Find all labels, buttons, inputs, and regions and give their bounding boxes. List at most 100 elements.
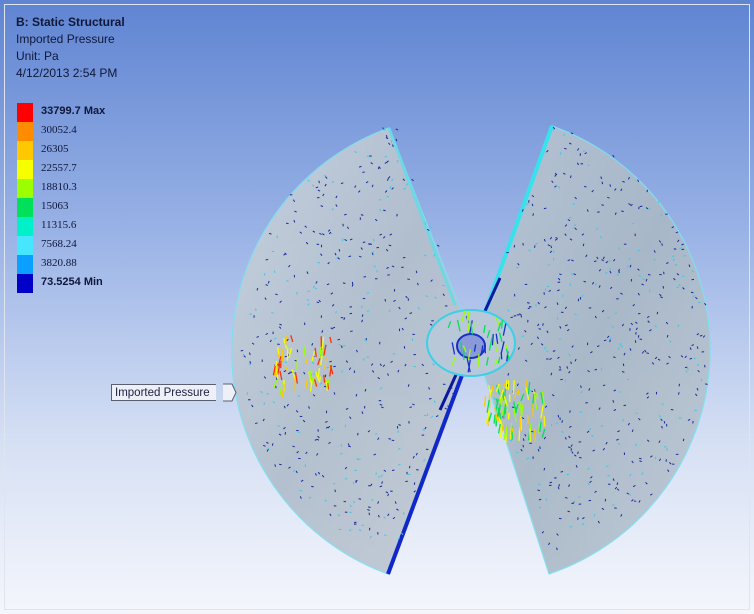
- vector-mark: [286, 403, 289, 407]
- vector-mark: [312, 184, 315, 188]
- vector-mark: [263, 273, 266, 276]
- vector-mark: [653, 250, 656, 253]
- vector-mark: [689, 347, 692, 350]
- vector-mark: [570, 361, 572, 365]
- legend-label: 3820.88: [41, 257, 77, 269]
- vector-mark: [626, 165, 630, 169]
- vector-mark-hot: [277, 347, 280, 355]
- vector-mark: [570, 132, 574, 135]
- vector-mark: [532, 430, 535, 434]
- vector-mark: [557, 356, 560, 360]
- imported-pressure-callout[interactable]: Imported Pressure: [111, 384, 216, 401]
- vector-mark: [507, 309, 510, 312]
- callout-pointer: [223, 383, 237, 402]
- vector-mark: [582, 243, 585, 247]
- vector-mark: [268, 232, 272, 235]
- vector-mark: [609, 184, 611, 187]
- vector-mark-hot: [493, 359, 498, 367]
- vector-mark: [623, 352, 626, 356]
- vector-mark: [356, 349, 358, 353]
- vector-mark: [299, 231, 303, 234]
- vector-mark: [531, 194, 535, 198]
- vector-mark: [393, 299, 396, 302]
- vector-mark: [345, 407, 349, 410]
- vector-mark: [331, 180, 335, 184]
- vector-mark: [547, 542, 551, 546]
- vector-mark: [641, 472, 644, 475]
- vector-mark: [396, 159, 399, 163]
- vector-mark: [600, 235, 602, 239]
- vector-mark: [395, 128, 399, 131]
- vector-mark: [283, 253, 286, 256]
- left-blade[interactable]: [231, 127, 475, 575]
- legend-label: 73.5254 Min: [41, 276, 103, 288]
- vector-mark: [358, 529, 362, 532]
- vector-mark: [306, 271, 309, 274]
- vector-mark: [325, 426, 329, 429]
- vector-mark: [556, 547, 558, 551]
- vector-mark: [326, 283, 330, 286]
- vector-mark: [609, 270, 612, 274]
- vector-mark: [365, 181, 369, 184]
- right-blade[interactable]: [473, 125, 711, 575]
- vector-mark-hot: [486, 399, 490, 413]
- vector-mark: [650, 455, 653, 458]
- legend-label: 22557.7: [41, 162, 77, 174]
- vector-mark: [316, 438, 320, 441]
- vector-mark: [379, 208, 382, 212]
- vector-mark-hot: [501, 319, 503, 329]
- vector-mark-hot: [272, 365, 276, 376]
- vector-mark-hot: [477, 353, 480, 368]
- vector-mark-hot: [280, 346, 285, 357]
- vector-mark-hot: [507, 412, 510, 420]
- vector-mark: [332, 482, 336, 485]
- vector-mark-hot: [277, 355, 282, 367]
- vector-mark: [564, 233, 567, 236]
- vector-mark: [334, 252, 337, 256]
- vector-mark-hot: [513, 407, 517, 422]
- vector-mark-hot: [485, 410, 490, 423]
- vector-mark: [551, 394, 555, 397]
- legend-swatch: [17, 179, 33, 198]
- vector-mark: [369, 243, 373, 245]
- vector-mark: [606, 335, 610, 339]
- vector-mark-hot: [311, 376, 315, 386]
- vector-mark: [637, 268, 640, 271]
- vector-mark-hot: [318, 376, 321, 383]
- vector-mark: [612, 154, 615, 158]
- vector-mark: [575, 465, 578, 468]
- vector-mark: [569, 175, 572, 179]
- vector-mark-hot: [466, 317, 470, 331]
- vector-mark-hot: [497, 407, 502, 420]
- vector-mark: [586, 430, 590, 433]
- vector-mark: [530, 342, 533, 346]
- vector-mark: [666, 334, 669, 338]
- vector-mark: [691, 344, 695, 347]
- vector-mark: [696, 387, 699, 391]
- vector-mark-hot: [329, 365, 333, 377]
- vector-mark: [601, 204, 604, 206]
- vector-mark: [272, 401, 276, 404]
- vector-mark: [263, 402, 266, 406]
- vector-mark: [562, 172, 566, 175]
- vector-mark: [338, 343, 342, 347]
- vector-mark: [680, 355, 684, 358]
- vector-mark-hot: [494, 407, 498, 422]
- vector-mark-hot: [323, 344, 327, 356]
- vector-mark: [535, 242, 538, 245]
- vector-mark-hot: [517, 388, 521, 397]
- vector-mark: [542, 323, 544, 326]
- vector-mark: [663, 420, 666, 424]
- vector-mark: [653, 258, 656, 261]
- vector-mark: [411, 338, 414, 341]
- vector-mark: [347, 443, 350, 446]
- vector-mark: [667, 469, 670, 472]
- vector-mark: [548, 289, 552, 292]
- vector-mark: [381, 406, 384, 409]
- vector-mark: [387, 513, 390, 517]
- vector-mark: [402, 178, 406, 181]
- vector-mark: [287, 353, 290, 357]
